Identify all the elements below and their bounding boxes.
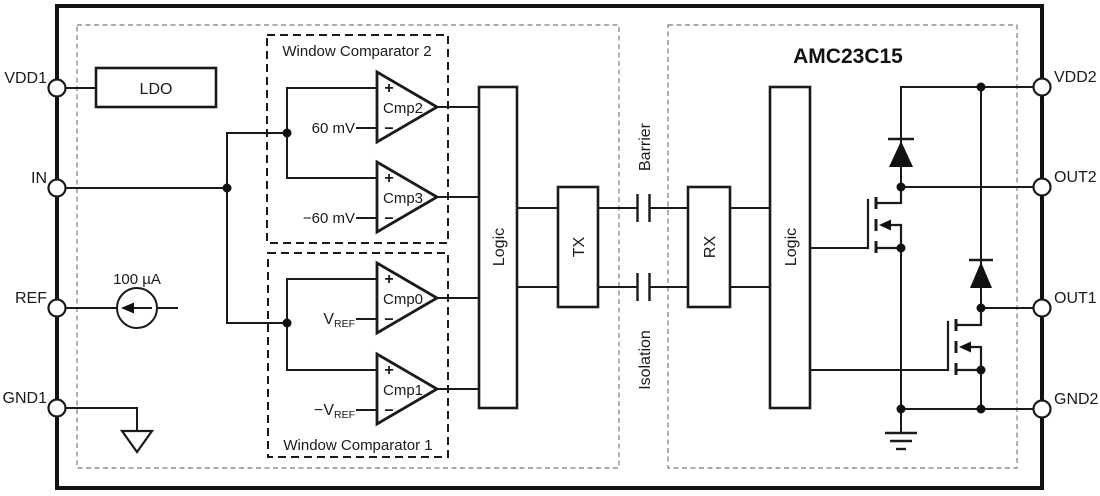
device-outline bbox=[55, 4, 1044, 490]
window-comparator-1-title: Window Comparator 1 bbox=[283, 437, 432, 454]
isolation-bottom-label: Isolation bbox=[637, 330, 654, 390]
pin-label-vdd1: VDD1 bbox=[4, 70, 47, 87]
cmp2-minus-sign: − bbox=[384, 121, 393, 138]
terminal-circle-icon bbox=[47, 77, 1052, 419]
cmp3-name: Cmp3 bbox=[383, 190, 423, 207]
comparator-cmp1: + − Cmp1 −VREF bbox=[314, 351, 440, 427]
wire-gnd1-pin bbox=[56, 407, 138, 432]
pin-label-ref: REF bbox=[15, 290, 47, 307]
cmp3-minus-sign: − bbox=[384, 211, 393, 228]
wire-comparator-outputs bbox=[436, 106, 480, 390]
cmp3-threshold-label: −60 mV bbox=[303, 210, 355, 227]
ground-icon bbox=[119, 429, 155, 454]
window-comparator-2-title: Window Comparator 2 bbox=[282, 43, 431, 60]
right-die-boundary bbox=[667, 24, 1018, 469]
wire-in-net bbox=[56, 87, 378, 371]
neg-vref-subscript: REF bbox=[334, 409, 355, 421]
wire-vdd2-rail bbox=[900, 86, 1042, 309]
pin-label-in: IN bbox=[31, 170, 47, 187]
current-source-value: 100 µA bbox=[113, 271, 161, 288]
capacitor-icon bbox=[636, 273, 651, 301]
comparator-cmp3: + − Cmp3 −60 mV bbox=[303, 159, 440, 235]
pin-label-gnd2: GND2 bbox=[1054, 391, 1099, 408]
comparator-triangle-icon bbox=[375, 159, 440, 235]
capacitor-icon bbox=[636, 194, 651, 222]
cmp2-name: Cmp2 bbox=[383, 100, 423, 117]
comparator-cmp2: + − Cmp2 60 mV bbox=[312, 69, 440, 145]
logic-right-block: Logic bbox=[768, 85, 812, 410]
pin-label-vdd2: VDD2 bbox=[1054, 69, 1097, 86]
ground-icon bbox=[885, 431, 917, 451]
comparator-triangle-icon bbox=[375, 69, 440, 145]
isolation-barrier-label: Barrier bbox=[637, 122, 654, 171]
logic-left-label: Logic bbox=[491, 228, 508, 266]
ldo-label: LDO bbox=[140, 81, 173, 98]
window-comparator-2-box bbox=[266, 34, 449, 244]
wire-logic-tx-rx-links bbox=[516, 207, 771, 288]
nmos-transistor-icon bbox=[946, 306, 983, 375]
wire-gnd2-rail bbox=[900, 247, 1042, 433]
diode-icon bbox=[969, 258, 993, 288]
cmp1-minus-sign: − bbox=[384, 403, 393, 420]
cmp0-minus-sign: − bbox=[384, 312, 393, 329]
cmp2-plus-sign: + bbox=[384, 80, 393, 97]
tx-block: TX bbox=[556, 185, 600, 309]
pin-label-gnd1: GND1 bbox=[3, 390, 48, 407]
diode-icon bbox=[888, 137, 914, 167]
nmos-transistor-icon bbox=[866, 185, 903, 253]
ldo-block: LDO bbox=[94, 66, 218, 109]
pin-label-out2: OUT2 bbox=[1054, 169, 1097, 186]
cmp2-threshold-label: 60 mV bbox=[312, 120, 355, 137]
cmp0-name: Cmp0 bbox=[383, 291, 423, 308]
pin-label-out1: OUT1 bbox=[1054, 290, 1097, 307]
current-source-icon: 100 µA bbox=[113, 271, 161, 329]
cmp1-plus-sign: + bbox=[384, 362, 393, 379]
cmp0-threshold-label: VREF bbox=[323, 311, 355, 330]
tx-label: TX bbox=[571, 236, 588, 257]
wire-comparator-ref-stubs bbox=[356, 127, 378, 411]
vref-subscript: REF bbox=[334, 318, 355, 330]
comparator-triangle-icon bbox=[375, 351, 440, 427]
comparator-triangle-icon bbox=[375, 260, 440, 336]
cmp3-plus-sign: + bbox=[384, 170, 393, 187]
vref-main: V bbox=[323, 311, 334, 328]
rx-label: RX bbox=[702, 236, 719, 259]
cmp1-threshold-label: −VREF bbox=[314, 402, 355, 421]
neg-vref-main: −V bbox=[314, 402, 334, 419]
junction-dot-icon bbox=[222, 82, 986, 414]
wire-gate-drives bbox=[809, 247, 949, 371]
rx-block: RX bbox=[686, 185, 732, 309]
comparator-cmp0: + − Cmp0 VREF bbox=[323, 260, 440, 336]
logic-left-block: Logic bbox=[477, 85, 519, 410]
device-title: AMC23C15 bbox=[793, 45, 903, 68]
logic-right-label: Logic bbox=[783, 228, 800, 266]
cmp0-plus-sign: + bbox=[384, 271, 393, 288]
cmp1-name: Cmp1 bbox=[383, 382, 423, 399]
window-comparator-1-box bbox=[267, 252, 449, 458]
